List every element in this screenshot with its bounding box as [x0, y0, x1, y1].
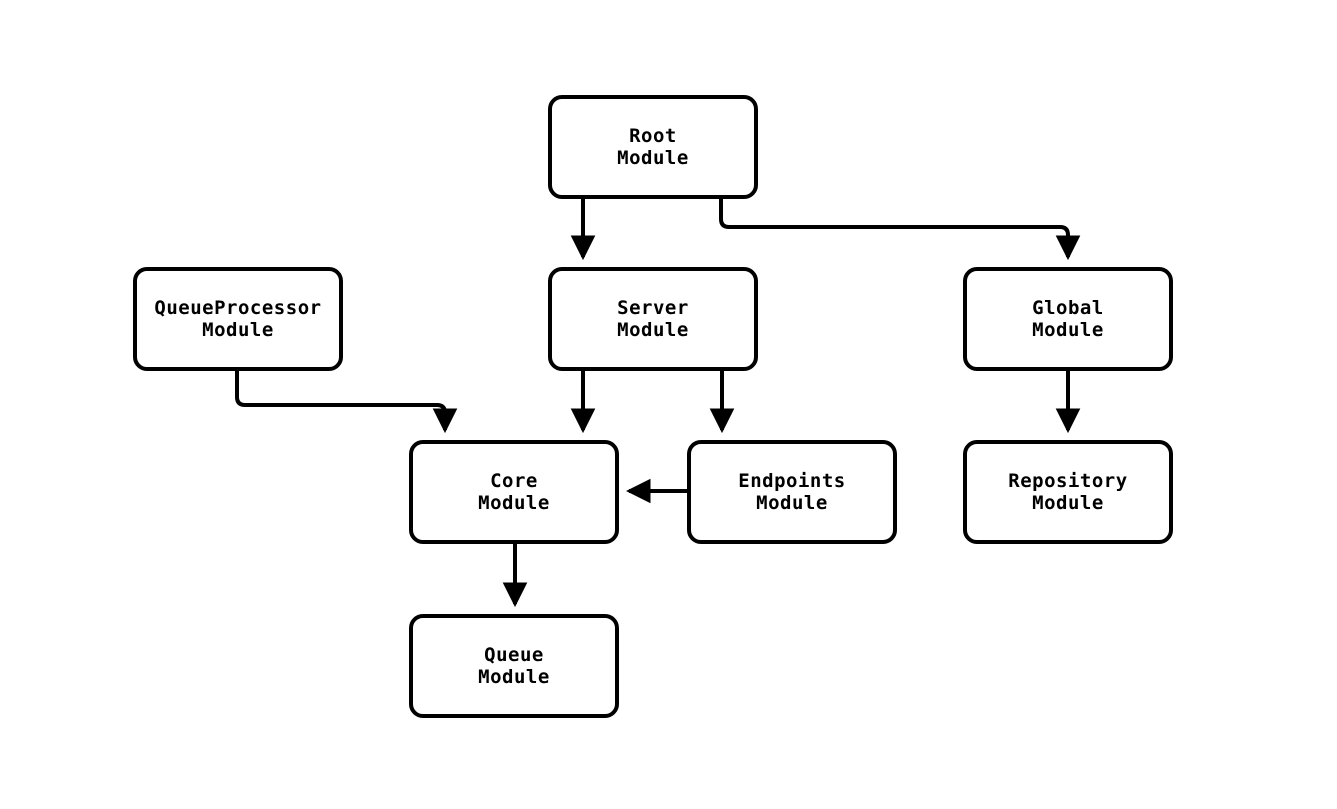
node-queue-module-label: Queue Module — [478, 644, 550, 688]
node-server-module[interactable]: Server Module — [548, 267, 758, 371]
node-server-module-label: Server Module — [617, 297, 689, 341]
node-root-module-label: Root Module — [617, 125, 689, 169]
node-global-module-label: Global Module — [1032, 297, 1104, 341]
node-repository-module[interactable]: Repository Module — [963, 440, 1173, 544]
edge-root-to-global — [719, 199, 1081, 261]
node-endpoints-module[interactable]: Endpoints Module — [687, 440, 897, 544]
node-global-module[interactable]: Global Module — [963, 267, 1173, 371]
node-queueprocessor-module-label: QueueProcessor Module — [154, 297, 322, 341]
node-queueprocessor-module[interactable]: QueueProcessor Module — [133, 267, 343, 371]
node-root-module[interactable]: Root Module — [548, 95, 758, 199]
edge-queueprocessor-to-core — [235, 371, 458, 434]
node-core-module-label: Core Module — [478, 470, 550, 514]
node-endpoints-module-label: Endpoints Module — [738, 470, 846, 514]
node-core-module[interactable]: Core Module — [409, 440, 619, 544]
node-repository-module-label: Repository Module — [1008, 470, 1128, 514]
node-queue-module[interactable]: Queue Module — [409, 614, 619, 718]
